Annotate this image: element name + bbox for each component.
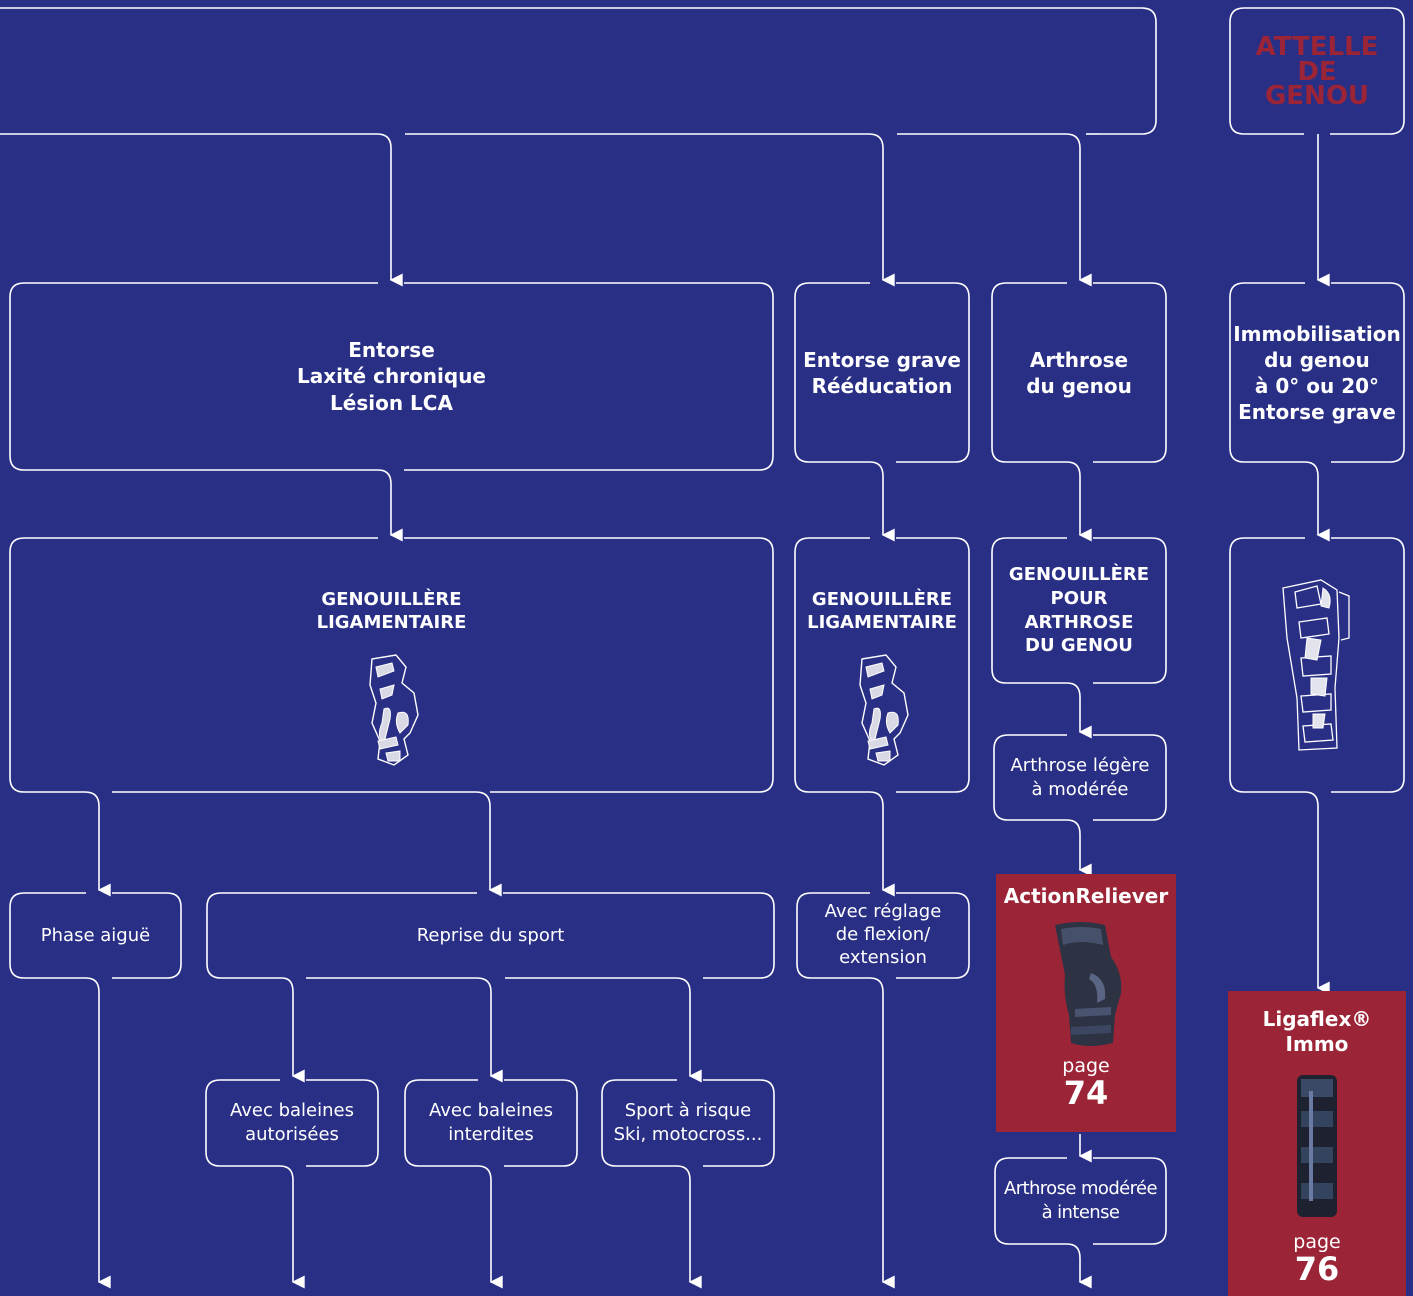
product-card-actionreliever[interactable]: ActionReliever page 74 bbox=[996, 874, 1176, 1132]
knee-splint-photo bbox=[1297, 1075, 1337, 1217]
product-ligamentaire-main-label: GENOUILLÈRE LIGAMENTAIRE bbox=[316, 589, 467, 634]
product-arthrose: GENOUILLÈRE POUR ARTHROSE DU GENOU bbox=[992, 538, 1166, 683]
step-baleines-interdites: Avec baleines interdites bbox=[405, 1080, 577, 1166]
product-ligamentaire-main: GENOUILLÈRE LIGAMENTAIRE bbox=[10, 588, 773, 778]
step-avec-reglage-label: Avec réglage de flexion/ extension bbox=[824, 901, 942, 968]
knee-brace-photo bbox=[1055, 922, 1122, 1046]
step-arthrose-moderee-label: Arthrose modérée à intense bbox=[1004, 1178, 1158, 1223]
knee-brace-icon bbox=[859, 654, 909, 766]
step-arthrose-legere-label: Arthrose légère à modérée bbox=[1010, 754, 1150, 800]
step-baleines-autorisees-label: Avec baleines autorisées bbox=[230, 1100, 354, 1145]
condition-entorse-grave-label: Entorse grave Rééducation bbox=[803, 347, 961, 398]
condition-entorse-grave: Entorse grave Rééducation bbox=[795, 283, 969, 462]
step-arthrose-moderee: Arthrose modérée à intense bbox=[995, 1158, 1166, 1244]
product-ligamentaire-grave: GENOUILLÈRE LIGAMENTAIRE bbox=[795, 588, 969, 778]
step-baleines-interdites-label: Avec baleines interdites bbox=[429, 1100, 553, 1145]
product-card-actionreliever-name: ActionReliever bbox=[1003, 884, 1169, 908]
product-card-actionreliever-page-label: page bbox=[1062, 1055, 1110, 1077]
header-title: ATTELLE DE GENOU bbox=[1255, 31, 1379, 112]
knee-splint-icon bbox=[1282, 578, 1350, 751]
knee-brace-icon bbox=[368, 654, 419, 766]
product-card-actionreliever-page-number: 74 bbox=[1063, 1074, 1109, 1112]
condition-arthrose-label: Arthrose du genou bbox=[1026, 347, 1132, 398]
condition-immobilisation-label: Immobilisation du genou à 0° ou 20° Ento… bbox=[1233, 321, 1401, 424]
step-avec-reglage: Avec réglage de flexion/ extension bbox=[797, 893, 969, 978]
condition-immobilisation: Immobilisation du genou à 0° ou 20° Ento… bbox=[1230, 283, 1404, 462]
product-card-ligaflex-page-label: page bbox=[1293, 1231, 1341, 1253]
condition-entorse: Entorse Laxité chronique Lésion LCA bbox=[10, 283, 773, 470]
step-reprise-sport-label: Reprise du sport bbox=[416, 924, 565, 946]
step-phase-aigue: Phase aiguë bbox=[10, 893, 181, 978]
product-card-ligaflex[interactable]: Ligaflex® Immo page 76 bbox=[1228, 991, 1406, 1296]
step-sport-risque: Sport à risque Ski, motocross... bbox=[602, 1080, 774, 1166]
product-arthrose-label: GENOUILLÈRE POUR ARTHROSE DU GENOU bbox=[1008, 563, 1150, 657]
condition-arthrose: Arthrose du genou bbox=[992, 283, 1166, 462]
product-ligamentaire-grave-label: GENOUILLÈRE LIGAMENTAIRE bbox=[807, 589, 957, 634]
header-title-box: ATTELLE DE GENOU bbox=[1230, 28, 1404, 116]
step-phase-aigue-label: Phase aiguë bbox=[40, 924, 151, 946]
product-attelle bbox=[1230, 538, 1404, 792]
step-sport-risque-label: Sport à risque Ski, motocross... bbox=[613, 1100, 763, 1145]
condition-entorse-label: Entorse Laxité chronique Lésion LCA bbox=[297, 337, 486, 415]
product-card-ligaflex-name: Ligaflex® Immo bbox=[1262, 1007, 1372, 1056]
step-arthrose-legere: Arthrose légère à modérée bbox=[994, 735, 1166, 820]
step-baleines-autorisees: Avec baleines autorisées bbox=[206, 1080, 378, 1166]
step-reprise-sport: Reprise du sport bbox=[207, 893, 774, 978]
product-card-ligaflex-page-number: 76 bbox=[1294, 1250, 1340, 1288]
